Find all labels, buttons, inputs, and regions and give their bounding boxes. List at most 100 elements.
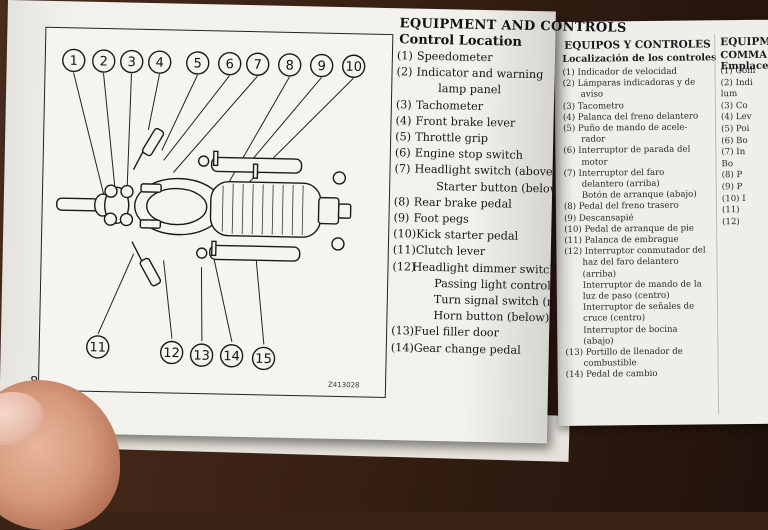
- control-item-label: Speedometer: [416, 49, 493, 65]
- spanish-control-item: (12) Interruptor conmutador del: [564, 245, 706, 258]
- callout-bottom: 15: [251, 346, 276, 371]
- callout-circle: [148, 50, 172, 74]
- motorcycle-top-view: [56, 72, 354, 345]
- callout-circle: [120, 49, 144, 74]
- thumbnail: [0, 386, 49, 450]
- control-item-number: (3): [395, 97, 412, 112]
- motorcycle-body: [56, 127, 352, 287]
- callout-number: 11: [89, 340, 106, 355]
- spanish-control-item: (14) Pedal de cambio: [565, 369, 658, 381]
- callout-circle: [246, 52, 270, 76]
- spanish-control-item: Interruptor de mando de la: [582, 279, 702, 291]
- control-item-label: lamp panel: [438, 82, 502, 97]
- callout-number: 12: [163, 346, 180, 361]
- callout-number: 15: [255, 352, 272, 367]
- control-item-number: (12): [392, 259, 416, 274]
- control-item-label: Gear change pedal: [413, 341, 521, 357]
- control-item-number: (1): [396, 49, 413, 63]
- third-column-subtitle-line1: COMMA: [720, 49, 767, 62]
- callout-number: 10: [345, 60, 362, 75]
- callout-number: 1: [69, 54, 78, 69]
- callout-circle: [219, 344, 244, 368]
- callout-circle: [218, 51, 242, 76]
- third-column-item: (11): [721, 205, 740, 216]
- spanish-control-list: (1) Indicador de velocidad(2) Lámparas i…: [562, 66, 715, 381]
- section-subtitle: Control Location: [399, 32, 523, 50]
- callout-circle: [251, 346, 276, 371]
- spanish-control-item: (2) Lámparas indicadoras y de: [562, 77, 696, 90]
- callout-top: 8: [278, 53, 302, 77]
- callout-circle: [278, 53, 302, 77]
- callout-number: 9: [317, 59, 326, 74]
- spanish-control-item: (4) Palanca del freno delantero: [562, 111, 699, 123]
- callout-bottom: 13: [189, 343, 214, 367]
- third-column-item: (10) I: [721, 193, 746, 204]
- callout-top: 2: [92, 49, 116, 73]
- third-column-title: EQUIPM: [720, 35, 768, 49]
- third-column-item: (2) Indi: [720, 77, 753, 88]
- control-item-number: (4): [395, 113, 412, 128]
- control-item-number: (13): [391, 324, 415, 339]
- control-item-number: (7): [394, 162, 411, 176]
- callout-top: 5: [186, 51, 210, 75]
- control-item-label: Foot pegs: [413, 211, 470, 226]
- control-item-number: [392, 275, 412, 292]
- third-column-item: (9) P: [721, 181, 743, 193]
- callout-top: 9: [309, 53, 334, 78]
- callout-top: 7: [246, 52, 270, 76]
- third-column-item: lum: [720, 89, 738, 100]
- callout-top: 3: [120, 49, 144, 74]
- callout-circle: [341, 54, 366, 78]
- third-column-item: (8) P: [721, 170, 743, 181]
- callout-circle: [92, 49, 116, 73]
- third-column-item: (12): [722, 216, 740, 227]
- control-item-label: Clutch lever: [415, 244, 486, 259]
- control-item-number: (6): [394, 146, 411, 160]
- control-item-number: (2): [396, 65, 413, 79]
- callout-top: 1: [62, 48, 86, 73]
- callout-top: 10: [341, 54, 366, 78]
- callout-number: 4: [155, 56, 164, 71]
- callout-number: 3: [127, 55, 136, 70]
- control-item-number: (5): [395, 130, 412, 144]
- callout-top: 6: [218, 51, 242, 76]
- callout-number: 13: [193, 348, 210, 363]
- third-column-item: (1) Com: [720, 65, 756, 77]
- callout-number: 2: [99, 54, 108, 69]
- control-item-number: [391, 307, 411, 324]
- control-item-number: (11): [392, 243, 416, 258]
- right-page: EQUIPOS Y CONTROLES Localización de los …: [554, 19, 768, 426]
- callout-circle: [86, 335, 110, 359]
- third-column-item: (6) Bo: [721, 135, 748, 146]
- callout-circle: [309, 53, 334, 78]
- callout-circle: [159, 340, 184, 365]
- spanish-control-item: (10) Pedal de arranque de pie: [564, 223, 695, 235]
- callout-number: 7: [253, 58, 262, 73]
- callout-top: 4: [148, 50, 172, 74]
- callout-number: 6: [225, 57, 234, 72]
- spanish-title: EQUIPOS Y CONTROLES: [564, 38, 711, 52]
- figure-code: Z413028: [327, 380, 360, 390]
- control-item-number: (10): [393, 227, 417, 241]
- third-column-item: (5) Poi: [721, 123, 750, 135]
- control-item-label: Fuel filler door: [413, 325, 500, 340]
- control-item-label: Tachometer: [415, 98, 484, 113]
- callout-circle: [62, 48, 86, 73]
- control-item-number: (8): [393, 194, 410, 209]
- callout-bottom: 11: [86, 335, 110, 359]
- third-column-item: (4) Lev: [720, 112, 752, 123]
- callout-bottom: 12: [159, 340, 184, 365]
- callout-number: 5: [193, 56, 202, 71]
- callout-number: 8: [285, 58, 294, 73]
- control-item-number: [392, 291, 412, 308]
- control-item: (14)Gear change pedal: [391, 340, 551, 360]
- callout-bottom: 14: [219, 344, 244, 368]
- third-column-item: (7) In: [721, 147, 746, 158]
- control-item-number: [396, 81, 416, 98]
- control-item-number: (14): [390, 340, 414, 355]
